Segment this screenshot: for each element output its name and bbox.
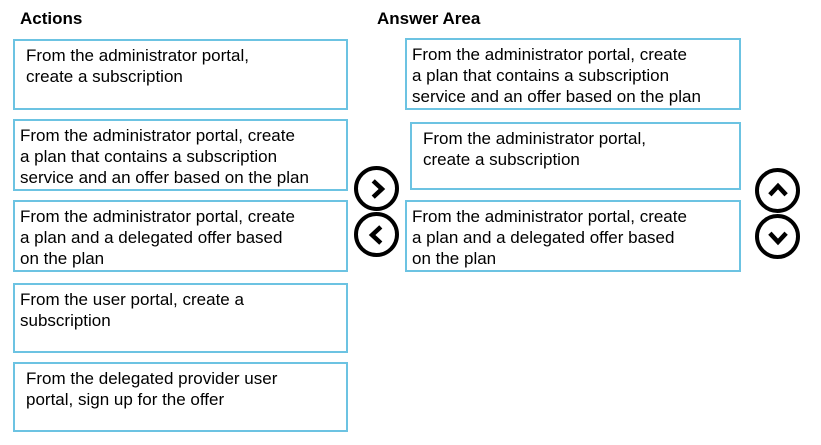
answer-item[interactable]: From the administrator portal, create a … (405, 200, 741, 272)
actions-panel-title: Actions (20, 9, 83, 28)
move-left-button[interactable] (354, 212, 399, 257)
action-item[interactable]: From the administrator portal, create a … (13, 39, 348, 110)
action-item[interactable]: From the administrator portal, create a … (13, 119, 348, 191)
action-item[interactable]: From the user portal, create a subscript… (13, 283, 348, 353)
move-down-button[interactable] (755, 214, 800, 259)
answer-item[interactable]: From the administrator portal, create a … (410, 122, 741, 190)
chevron-right-icon (371, 178, 385, 199)
chevron-up-icon (767, 182, 788, 196)
move-right-button[interactable] (354, 166, 399, 211)
action-item[interactable]: From the delegated provider user portal,… (13, 362, 348, 432)
answer-item[interactable]: From the administrator portal, create a … (405, 38, 741, 110)
chevron-left-icon (368, 224, 382, 245)
chevron-down-icon (767, 231, 788, 245)
move-up-button[interactable] (755, 168, 800, 213)
action-item[interactable]: From the administrator portal, create a … (13, 200, 348, 272)
answer-area-title: Answer Area (377, 9, 481, 28)
